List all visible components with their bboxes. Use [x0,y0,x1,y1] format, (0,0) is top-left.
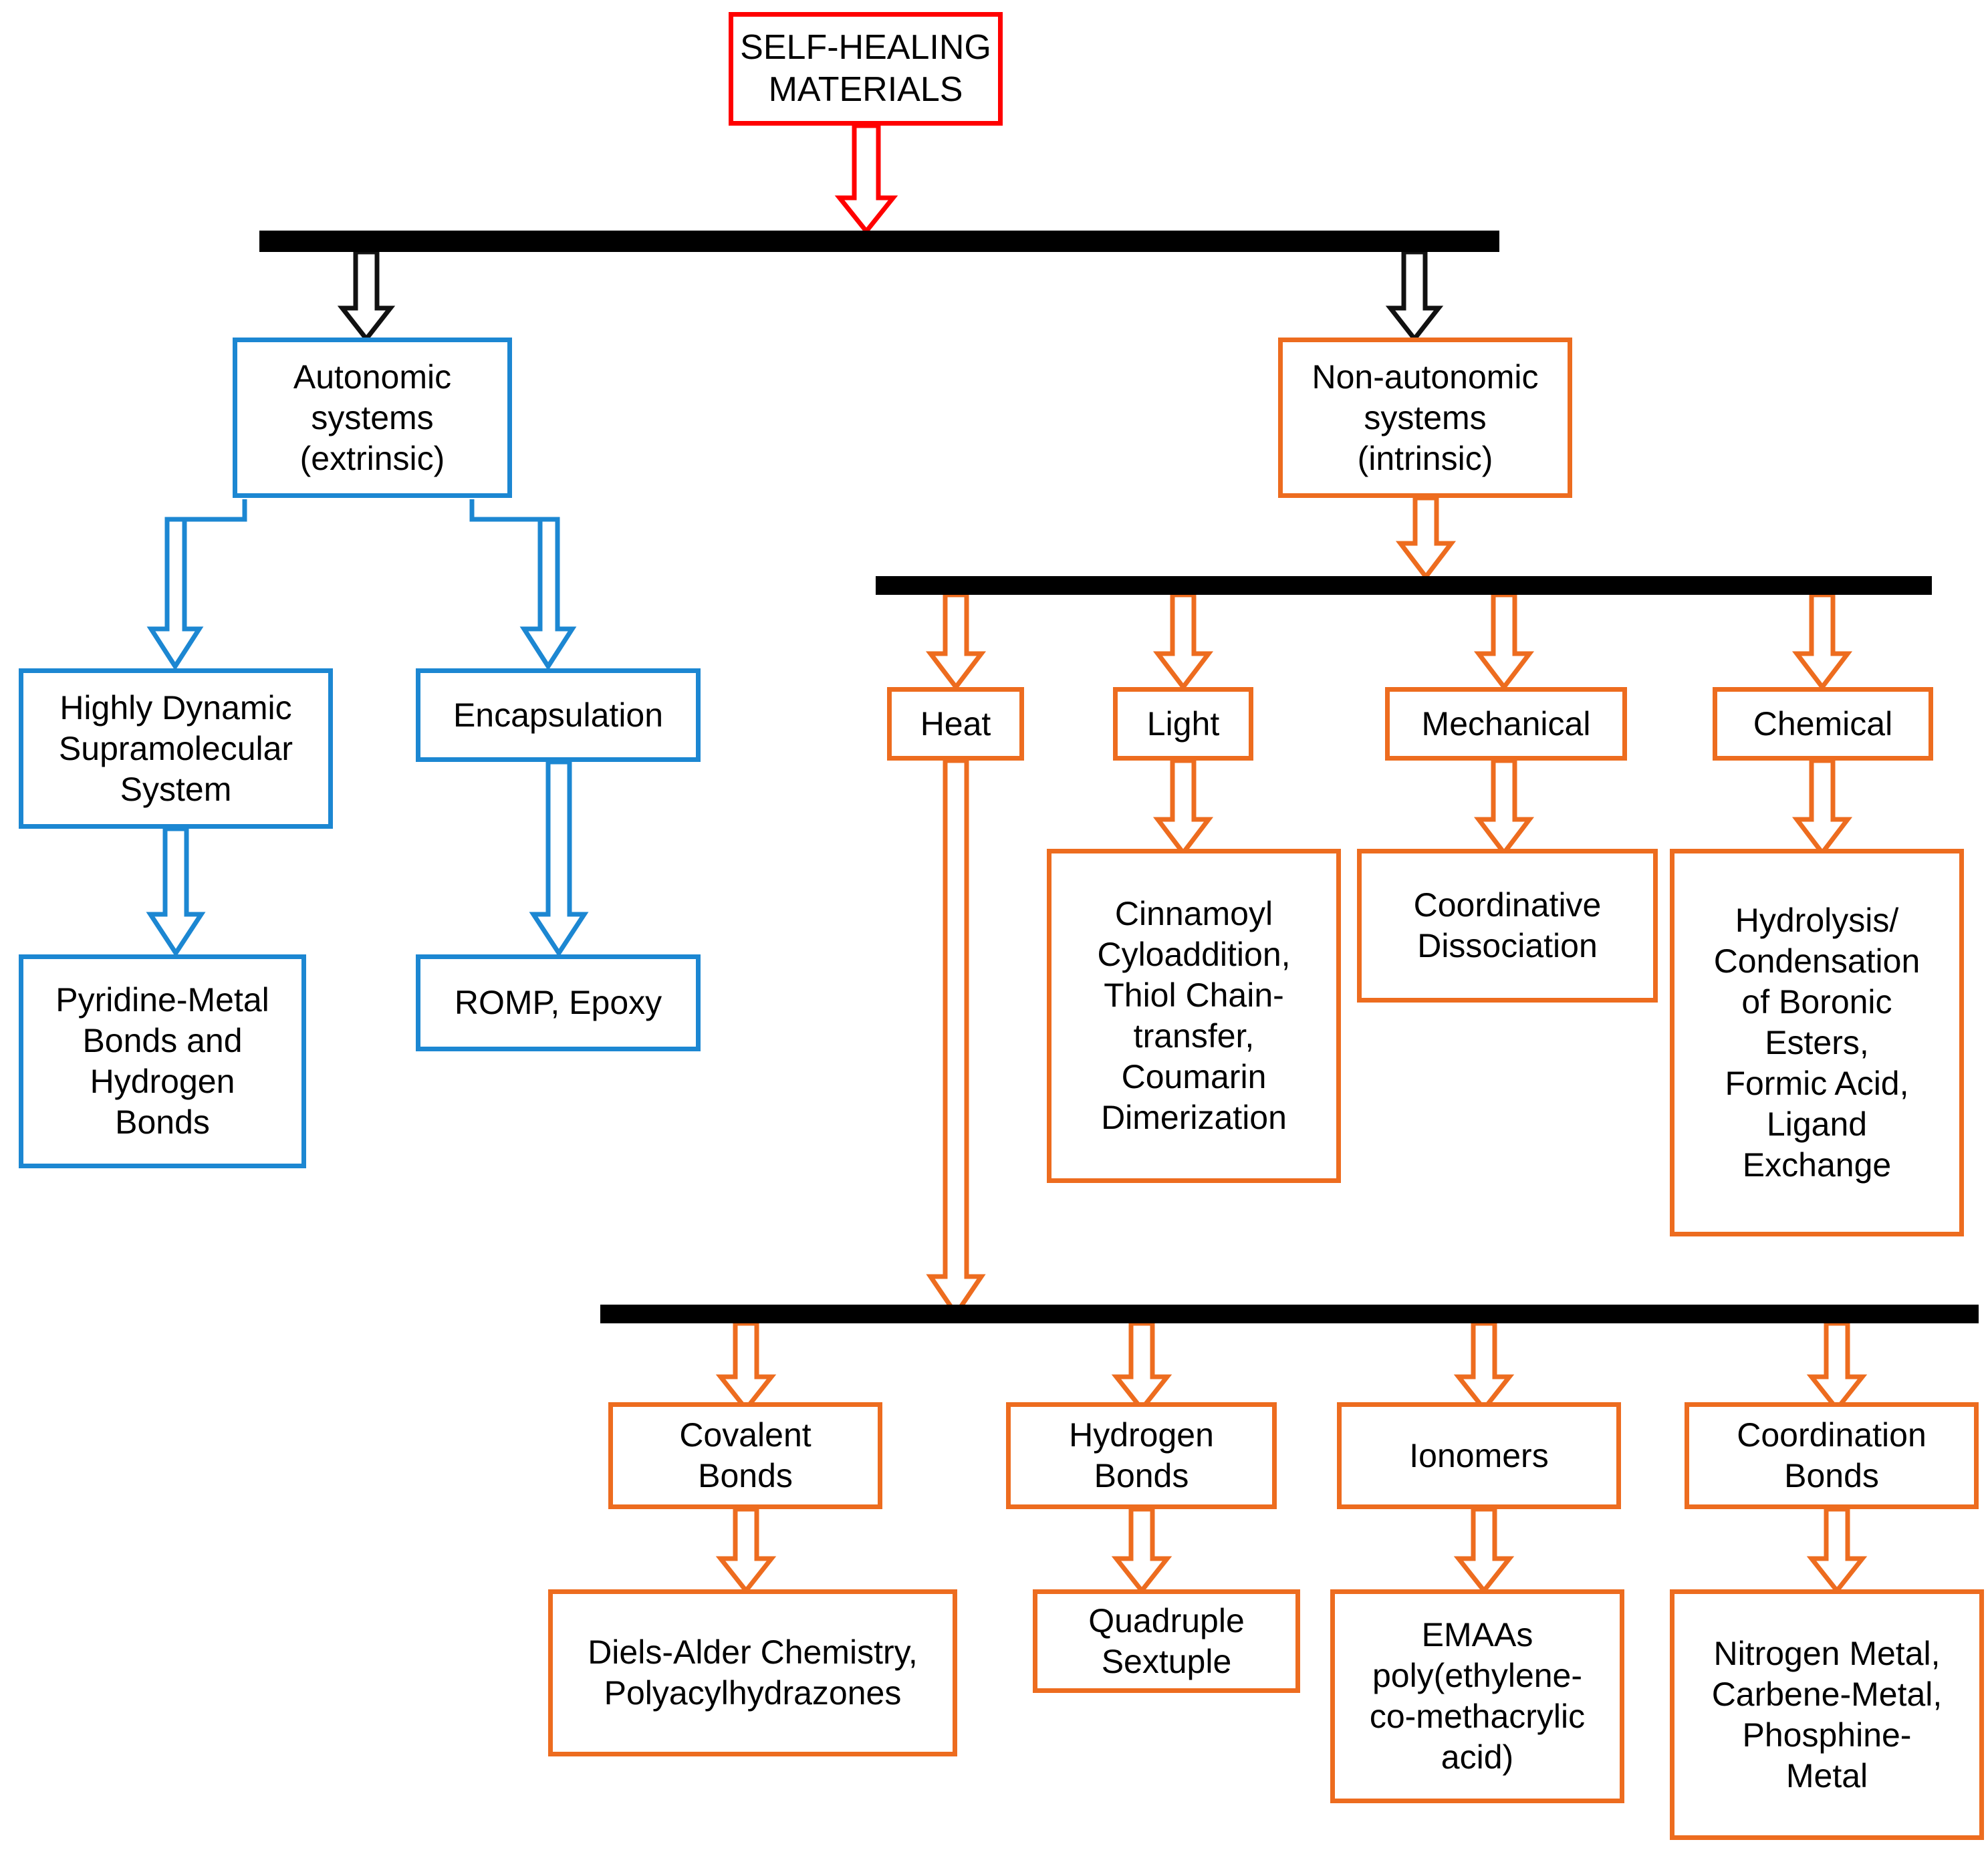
node-highly-dynamic-supramolecular-system[interactable]: Highly Dynamic Supramolecular System [19,668,333,829]
node-romp-epoxy[interactable]: ROMP, Epoxy [416,954,701,1051]
arrow-encapsulation-to-romp [527,762,591,956]
arrow-autonomic-to-encapsulation [441,498,628,678]
node-ionomers[interactable]: Ionomers [1337,1402,1621,1509]
node-mechanical[interactable]: Mechanical [1385,687,1627,761]
arrow-coordination-to-nitrogen-metal [1805,1509,1869,1593]
arrow-ionomers-to-emaas [1452,1509,1516,1593]
arrow-light-to-cinnamoyl [1151,761,1215,854]
node-hydrolysis-condensation-boronic-esters[interactable]: Hydrolysis/ Condensation of Boronic Este… [1670,849,1964,1236]
arrow-bar-to-non-autonomic [1382,252,1447,340]
arrow-bar-to-autonomic [334,252,398,340]
node-covalent-bonds[interactable]: Covalent Bonds [608,1402,882,1509]
node-nitrogen-metal-carbene-metal-phosphine-metal[interactable]: Nitrogen Metal, Carbene-Metal, Phosphine… [1670,1589,1984,1840]
stimulus-distribution-bar [876,576,1932,595]
top-distribution-bar [259,231,1499,252]
heat-bond-distribution-bar [600,1305,1979,1323]
arrow-mechanical-to-coordinative [1472,761,1536,854]
arrow-bar-to-coordination-bonds [1805,1323,1869,1410]
node-diels-alder-chemistry-polyacylhydrazones[interactable]: Diels-Alder Chemistry, Polyacylhydrazone… [548,1589,957,1756]
node-non-autonomic-systems[interactable]: Non-autonomic systems (intrinsic) [1278,338,1572,498]
arrow-bar-to-light [1151,595,1215,688]
arrow-non-autonomic-to-stimulus-bar [1394,498,1458,578]
node-pyridine-metal-bonds-hydrogen-bonds[interactable]: Pyridine-Metal Bonds and Hydrogen Bonds [19,954,306,1168]
node-encapsulation[interactable]: Encapsulation [416,668,701,762]
arrow-root-to-top-bar [834,126,898,233]
node-autonomic-systems[interactable]: Autonomic systems (extrinsic) [233,338,512,498]
node-heat[interactable]: Heat [887,687,1024,761]
node-coordination-bonds[interactable]: Coordination Bonds [1685,1402,1979,1509]
node-hydrogen-bonds[interactable]: Hydrogen Bonds [1006,1402,1277,1509]
node-coordinative-dissociation[interactable]: Coordinative Dissociation [1357,849,1658,1003]
arrow-autonomic-left-stem [74,498,274,678]
arrow-chemical-to-hydrolysis [1790,761,1854,854]
arrow-bar-to-chemical [1790,595,1854,688]
node-cinnamoyl-cyloaddition[interactable]: Cinnamoyl Cyloaddition, Thiol Chain- tra… [1047,849,1341,1183]
arrow-bar-to-heat [924,595,988,688]
node-quadruple-sextuple[interactable]: Quadruple Sextuple [1033,1589,1300,1693]
arrow-covalent-to-diels-alder [714,1509,778,1593]
node-self-healing-materials[interactable]: SELF-HEALING MATERIALS [729,12,1003,126]
node-light[interactable]: Light [1113,687,1253,761]
arrow-bar-to-ionomers [1452,1323,1516,1410]
node-emaas-poly-ethylene-co-methacrylic-acid[interactable]: EMAAs poly(ethylene- co-methacrylic acid… [1330,1589,1624,1803]
arrow-supramolecular-to-pyridine [144,829,208,956]
arrow-bar-to-hydrogen-bonds [1110,1323,1174,1410]
node-chemical[interactable]: Chemical [1713,687,1933,761]
arrow-hydrogen-to-quadruple [1110,1509,1174,1593]
arrow-heat-to-bond-bar [924,761,988,1315]
arrow-bar-to-covalent-bonds [714,1323,778,1410]
arrow-bar-to-mechanical [1472,595,1536,688]
